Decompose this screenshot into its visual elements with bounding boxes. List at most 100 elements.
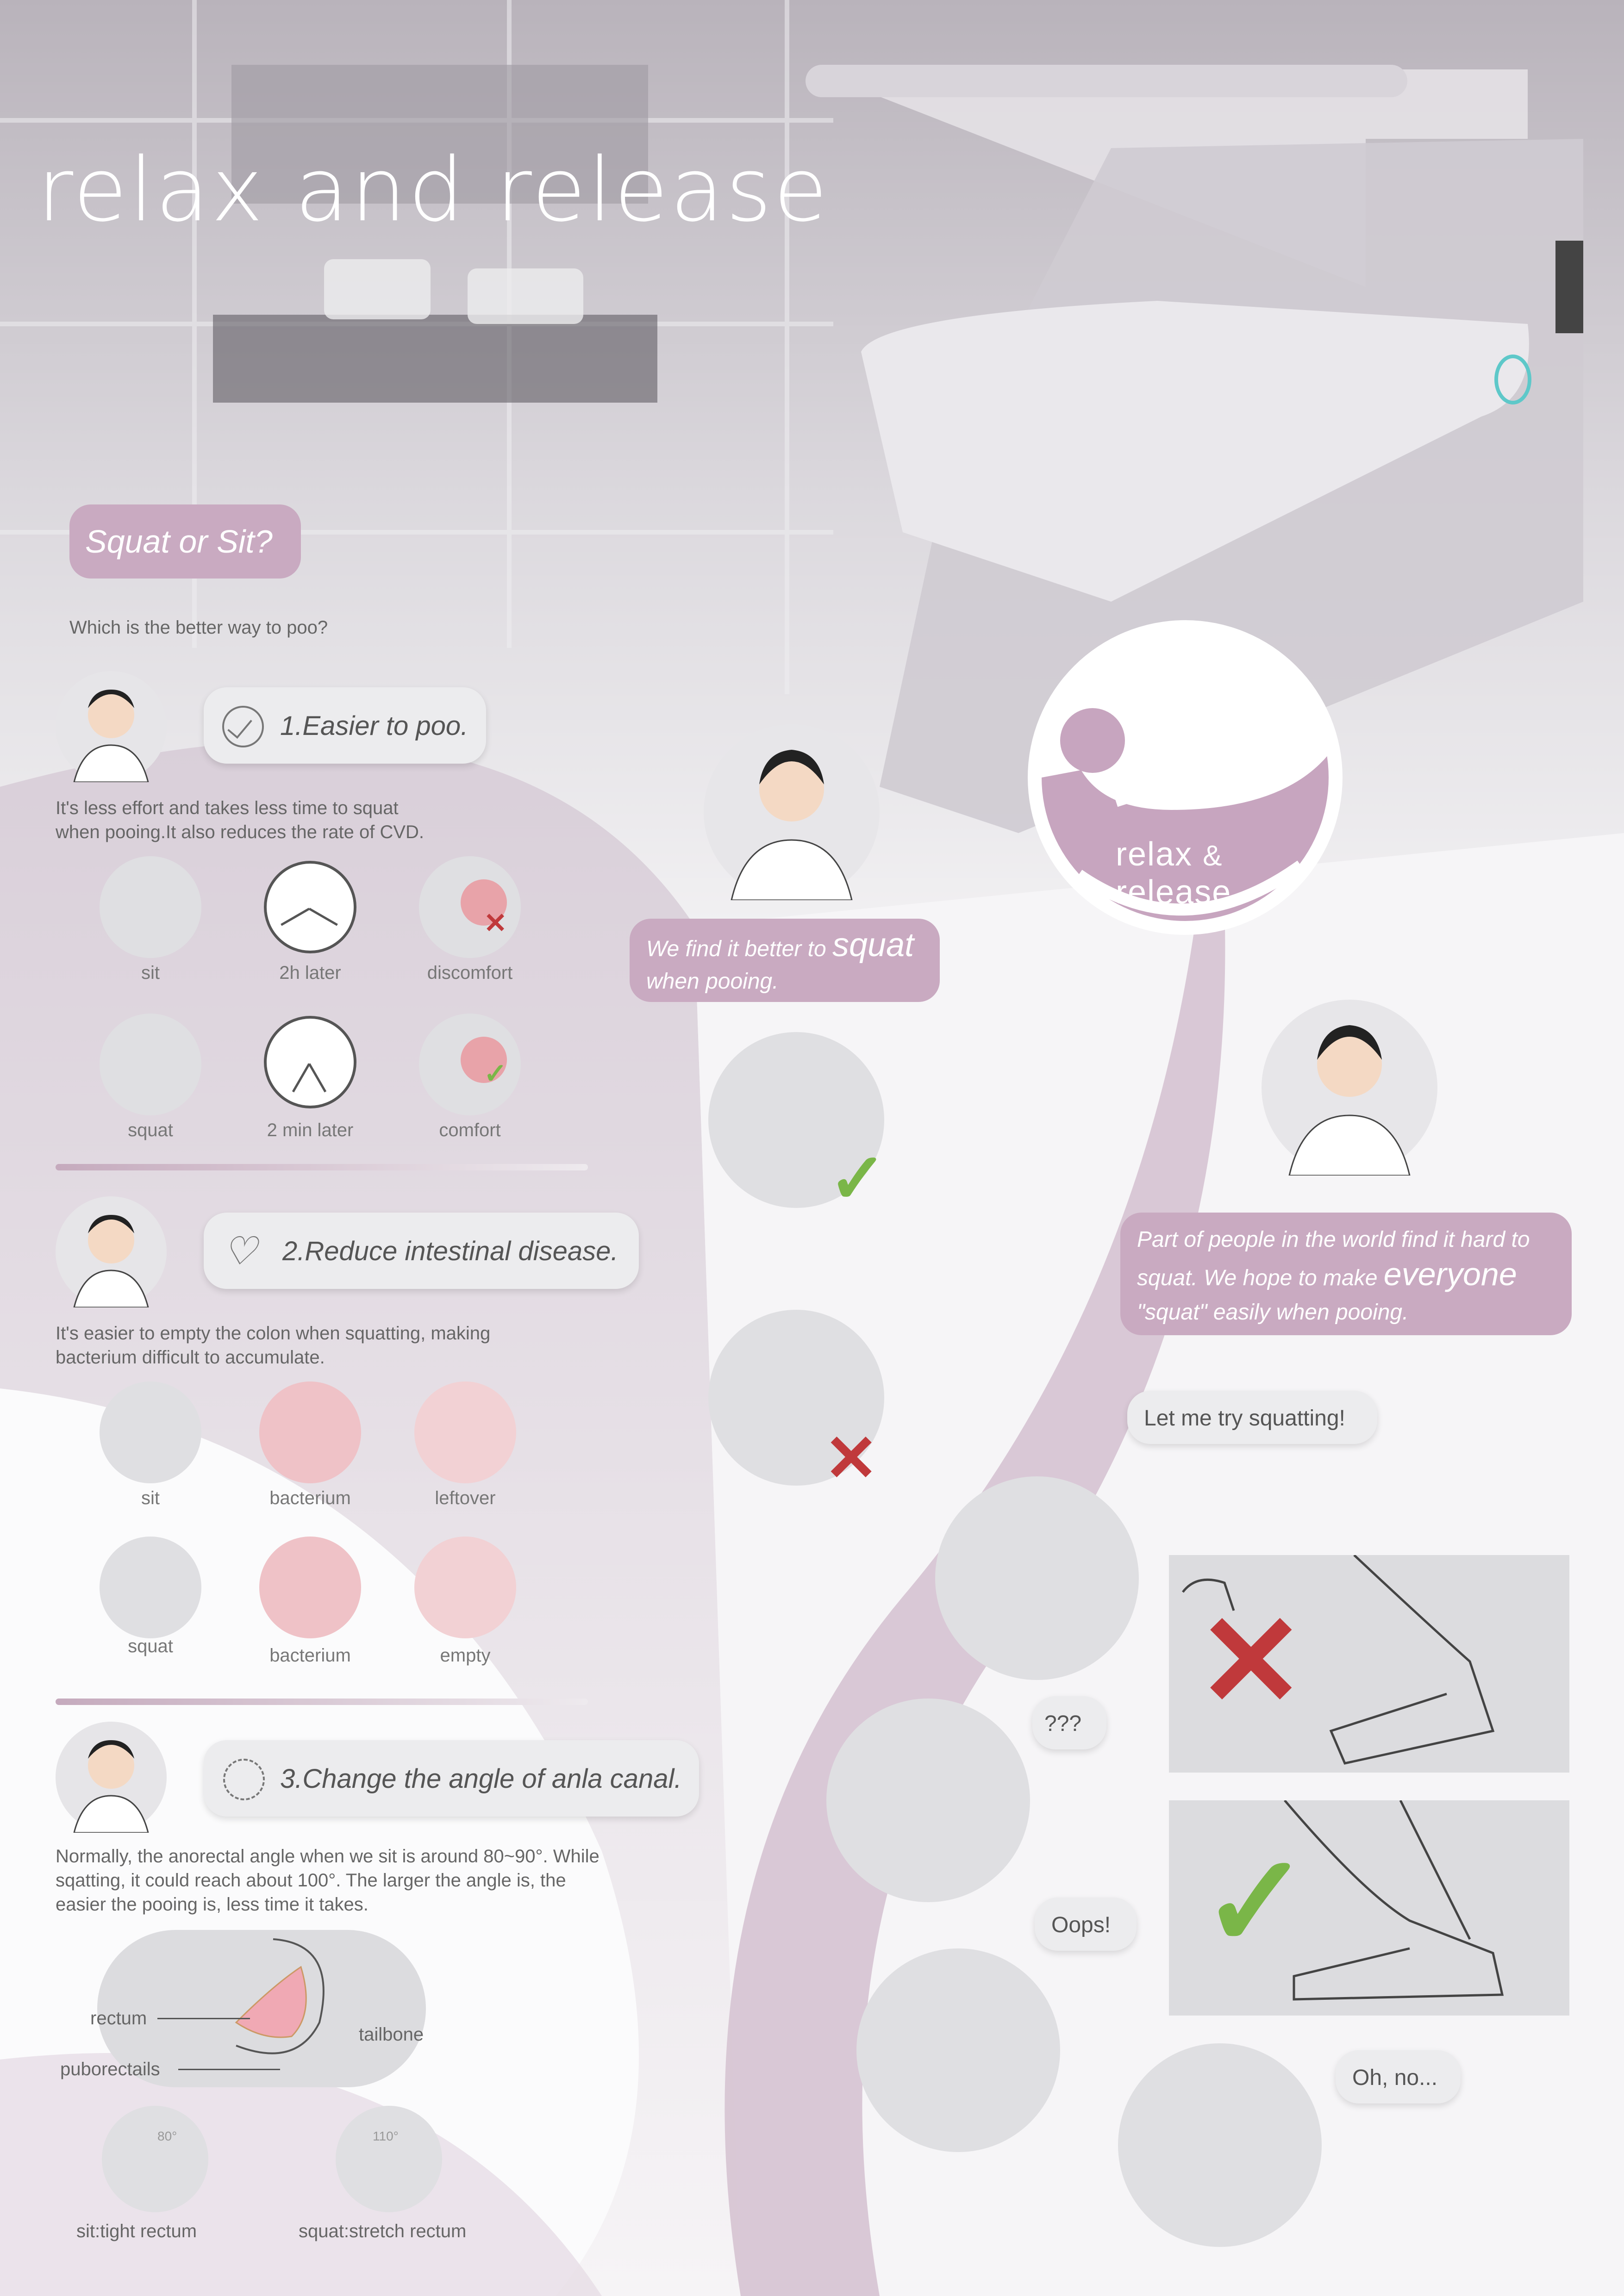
doctor-quote-part2: when pooing. <box>646 969 779 994</box>
people-quote-line2-c: everyone <box>1383 1256 1517 1292</box>
caption-squat-rectum: squat:stretch rectum <box>299 2221 467 2241</box>
section3-body-line1: Normally, the anorectal angle when we si… <box>56 1846 600 1867</box>
check-icon: ✓ <box>1201 1830 1310 1974</box>
figure-fallen-illustration <box>1118 2043 1322 2247</box>
label-rectum: rectum <box>90 2008 147 2028</box>
sit-toilet-illustration <box>100 856 201 958</box>
logo-mark-icon <box>1028 620 1343 935</box>
doctor-avatar <box>56 671 167 783</box>
label-leftover: leftover <box>435 1488 496 1508</box>
squat-rectum-diagram: 110° <box>336 2106 442 2212</box>
sit-rectum-diagram: 80° <box>102 2106 208 2212</box>
doctor-quote-part1: We find it better to <box>646 937 826 961</box>
label-2h-later: 2h later <box>279 963 341 983</box>
people-quote-line1: Part of people in the world find it hard… <box>1137 1227 1530 1252</box>
people-quote-bubble: Part of people in the world find it hard… <box>1120 1213 1572 1335</box>
section1-body-line1: It's less effort and takes less time to … <box>56 798 399 818</box>
people-quote-line3-b: easily when pooing. <box>1213 1300 1409 1325</box>
sit-toilet-illustration <box>100 1381 201 1483</box>
squat-correct-illustration: ✓ <box>708 1032 887 1217</box>
people-quote-line2-a: squat. We hope to <box>1137 1266 1317 1290</box>
section1-heading-bubble: 1.Easier to poo. <box>204 687 486 764</box>
heart-discomfort-illustration: ✕ <box>419 856 521 958</box>
doctor-woman-avatar <box>704 724 880 901</box>
squat-illustration <box>100 1537 201 1638</box>
try-bubble-3-text: Oops! <box>1051 1913 1111 1937</box>
squat-illustration <box>100 1014 201 1115</box>
check-icon: ✓ <box>829 1139 887 1217</box>
angle-squat: 110° <box>373 2129 399 2143</box>
sit-wrong-illustration: ✕ <box>708 1310 884 1494</box>
section3-heading: 3.Change the angle of anla canal. <box>280 1764 682 1794</box>
label-2min-later: 2 min later <box>267 1120 354 1140</box>
squat-or-sit-heading: Squat or Sit? <box>69 504 301 579</box>
label-tailbone: tailbone <box>359 2024 424 2045</box>
angle-sit: 80° <box>157 2129 177 2143</box>
figure-squatting-illustration <box>826 1699 1030 1902</box>
people-quote-line2-b: make <box>1323 1266 1378 1290</box>
section3-body-line3: easier the pooing is, less time it takes… <box>56 1894 369 1915</box>
page-title: relax and release <box>37 139 830 241</box>
label-squat-2: squat <box>128 1636 173 1656</box>
section3-heading-bubble: 3.Change the angle of anla canal. <box>204 1740 699 1817</box>
people-quote-line3-a: "squat" <box>1137 1300 1207 1325</box>
try-bubble-1-text: Let me try squatting! <box>1144 1406 1345 1431</box>
label-bacterium-1: bacterium <box>269 1488 351 1508</box>
try-bubble-4: Oh, no... <box>1336 2050 1461 2103</box>
clock-icon <box>264 1016 356 1108</box>
doctor-quote-emph: squat <box>832 927 914 964</box>
label-sit-2: sit <box>141 1488 160 1508</box>
label-bacterium-2: bacterium <box>269 1645 351 1666</box>
section1-body: It's less effort and takes less time to … <box>56 796 424 844</box>
squat-or-sit-text: Squat or Sit? <box>85 523 273 560</box>
heart-comfort-illustration: ✓ <box>419 1014 521 1115</box>
cross-icon: ✕ <box>484 908 507 939</box>
heartbeat-icon: ♡ <box>222 1229 257 1273</box>
try-bubble-4-text: Oh, no... <box>1352 2066 1438 2090</box>
squat-or-sit-question: Which is the better way to poo? <box>69 617 328 638</box>
section3-body: Normally, the anorectal angle when we si… <box>56 1844 600 1916</box>
section2-heading-bubble: ♡ 2.Reduce intestinal disease. <box>204 1213 639 1289</box>
anatomy-illustration <box>97 1930 426 2087</box>
label-squat-1: squat <box>128 1120 173 1140</box>
label-empty: empty <box>440 1645 491 1666</box>
try-bubble-2: ??? <box>1032 1696 1106 1749</box>
section1-body-line2: when pooing.It also reduces the rate of … <box>56 822 425 842</box>
doctor-avatar <box>56 1722 167 1834</box>
foot-wrong-panel: ✕ <box>1169 1554 1569 1773</box>
doctor-avatar <box>56 1196 167 1308</box>
intestine-empty-illustration <box>414 1537 516 1638</box>
intestine-bacterium-illustration <box>259 1381 361 1483</box>
label-puborectails: puborectails <box>60 2059 160 2079</box>
try-bubble-2-text: ??? <box>1044 1711 1082 1736</box>
cross-icon: ✕ <box>1197 1589 1305 1734</box>
label-discomfort: discomfort <box>427 963 513 983</box>
label-comfort: comfort <box>439 1120 501 1140</box>
check-icon: ✓ <box>484 1058 507 1089</box>
cross-icon: ✕ <box>824 1422 879 1494</box>
section1-heading: 1.Easier to poo. <box>280 711 468 741</box>
section2-heading: 2.Reduce intestinal disease. <box>282 1236 618 1266</box>
logo-text-amp: & <box>1203 840 1223 872</box>
logo-text-main: relax <box>1116 836 1193 873</box>
caption-sit-rectum: sit:tight rectum <box>76 2221 197 2241</box>
logo-text-end: release <box>1116 874 1232 911</box>
clock-icon <box>264 861 356 953</box>
intestine-leftover-illustration <box>414 1381 516 1483</box>
pointer-line <box>178 2069 280 2070</box>
woman-avatar <box>1262 1000 1437 1176</box>
check-circle-icon <box>222 706 264 747</box>
figure-bending-illustration <box>935 1476 1139 1680</box>
section-divider <box>56 1164 588 1170</box>
clock-dashed-icon <box>223 1759 265 1800</box>
section2-body: It's easier to empty the colon when squa… <box>56 1321 490 1369</box>
doctor-quote-bubble: We find it better to squat when pooing. <box>630 919 940 1002</box>
section2-body-line2: bacterium difficult to accumulate. <box>56 1347 325 1368</box>
section2-body-line1: It's easier to empty the colon when squa… <box>56 1323 491 1344</box>
figure-falling-illustration <box>856 1948 1060 2152</box>
brand-logo: relax & release <box>1023 616 1347 940</box>
section3-body-line2: sqatting, it could reach about 100°. The… <box>56 1870 566 1891</box>
label-sit-1: sit <box>141 963 160 983</box>
intestine-bacterium-illustration <box>259 1537 361 1638</box>
try-bubble-1: Let me try squatting! <box>1127 1391 1377 1444</box>
